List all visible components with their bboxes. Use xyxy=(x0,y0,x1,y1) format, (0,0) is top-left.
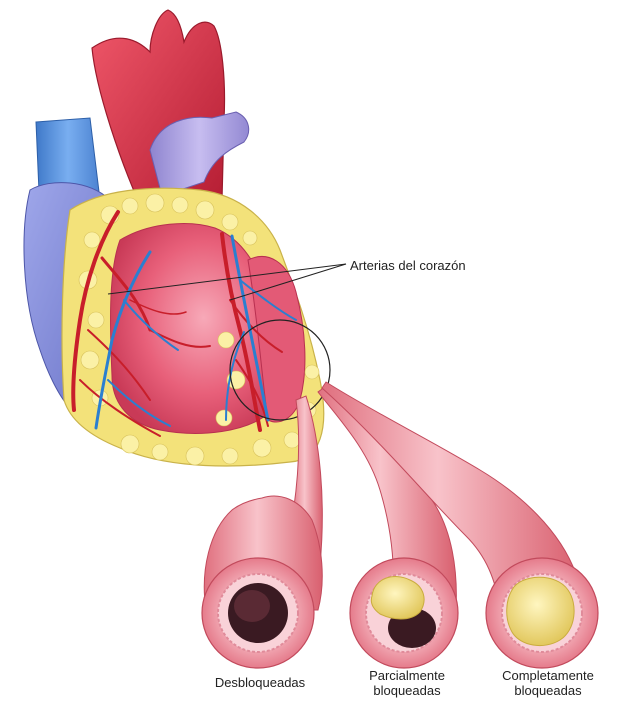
heart xyxy=(24,10,330,466)
cross-section-partial xyxy=(350,558,458,668)
label-partially-blocked-line1: Parcialmente xyxy=(352,668,462,683)
cross-section-complete xyxy=(486,558,598,668)
label-partially-blocked: Parcialmente bloqueadas xyxy=(352,668,462,698)
label-partially-blocked-line2: bloqueadas xyxy=(352,683,462,698)
label-completely-blocked-line1: Completamente xyxy=(488,668,608,683)
label-heart-arteries: Arterias del corazón xyxy=(350,258,466,273)
cross-section-unblocked xyxy=(202,558,314,668)
label-completely-blocked: Completamente bloqueadas xyxy=(488,668,608,698)
label-completely-blocked-line2: bloqueadas xyxy=(488,683,608,698)
label-unblocked: Desbloqueadas xyxy=(205,675,315,690)
